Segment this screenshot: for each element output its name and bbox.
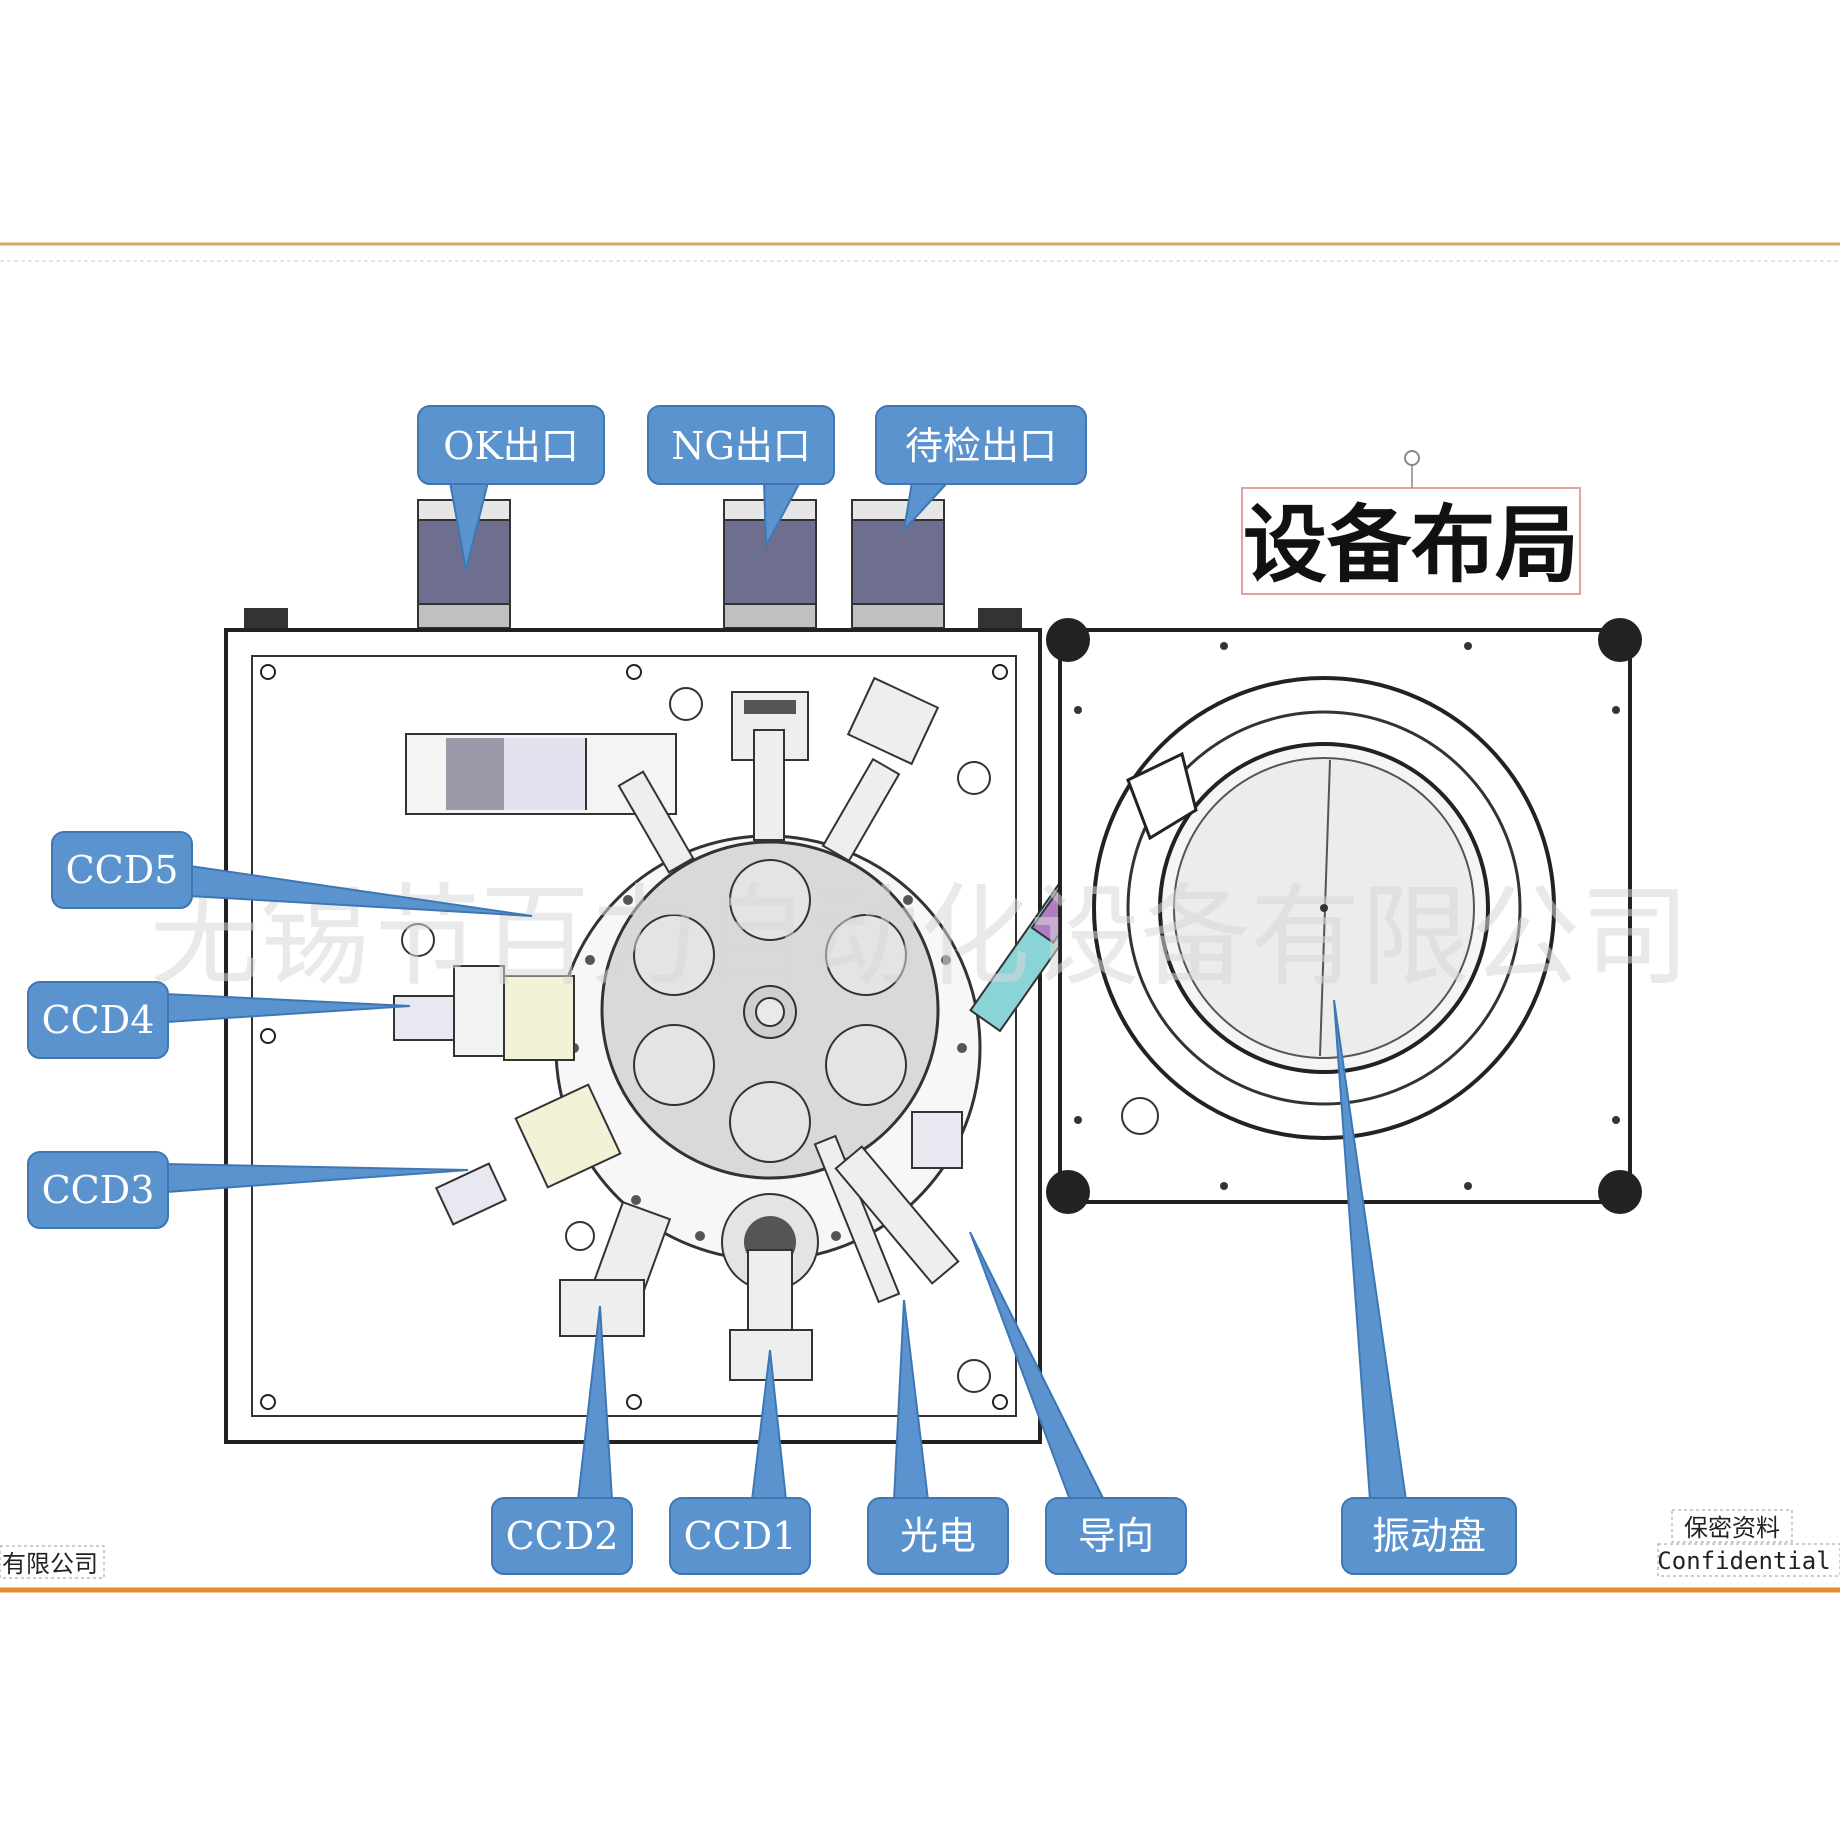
callout-ok-exit: OK出口 (417, 405, 605, 571)
corner-post (978, 608, 1022, 630)
watermark: 无锡节百力自动化设备有限公司 (150, 873, 1690, 1001)
ccd3-camera-station (434, 1083, 622, 1226)
callout-ccd2: CCD2 (491, 1305, 633, 1575)
guide-station (834, 1111, 963, 1285)
ccd1-camera-station (721, 1193, 819, 1381)
pending-exit-chute (851, 499, 945, 629)
ccd5-camera-station (617, 770, 695, 874)
bowl-center (1320, 904, 1328, 912)
callout-ccd5: CCD5 (51, 831, 533, 917)
callout-guide-label: 导向 (1078, 1514, 1154, 1558)
bowl-outlet (1126, 751, 1198, 841)
bowl-plate-hole (1121, 1097, 1159, 1135)
turntable-hub-core (755, 997, 785, 1027)
callout-ng-exit: NG出口 (647, 405, 835, 550)
callout-photoelectric: 光电 (867, 1299, 1009, 1575)
footer-company-fragment: 有限公司 (2, 1550, 98, 1578)
callout-ccd3: CCD3 (27, 1151, 469, 1229)
callout-vibratory-bowl-label: 振动盘 (1372, 1514, 1486, 1558)
plate-screws (260, 664, 1008, 1410)
mounting-holes (401, 687, 991, 1393)
page-title: 设备布局 (1243, 496, 1579, 594)
confidential-en: Confidential (1657, 1547, 1830, 1575)
callout-ccd1: CCD1 (669, 1349, 811, 1575)
bowl-screws (1074, 642, 1620, 1190)
top-rule (0, 242, 1840, 262)
callout-ng-exit-label: NG出口 (671, 424, 811, 468)
callout-ccd2-label: CCD2 (506, 1514, 619, 1558)
callout-ccd5-label: CCD5 (66, 848, 179, 892)
callout-ccd4-label: CCD4 (42, 998, 155, 1042)
callout-ccd4: CCD4 (27, 981, 411, 1059)
callout-pending-exit: 待检出口 (875, 405, 1087, 534)
confidential-cn: 保密资料 (1684, 1514, 1780, 1542)
turntable-pockets (633, 859, 907, 1163)
callout-photoelectric-label: 光电 (900, 1514, 976, 1558)
ng-pusher-station (731, 691, 809, 841)
footer: 有限公司 保密资料 Confidential (0, 1509, 1840, 1593)
title-box: 设备布局 (1241, 450, 1581, 595)
photoelectric-sensor-station (813, 1134, 901, 1304)
corner-post (244, 608, 288, 630)
callout-ccd3-label: CCD3 (42, 1168, 155, 1212)
callout-guide: 导向 (969, 1231, 1187, 1575)
callout-vibratory-bowl: 振动盘 (1333, 999, 1517, 1575)
pending-pusher-station (821, 676, 940, 863)
callout-ok-exit-label: OK出口 (443, 424, 579, 468)
ccd4-camera-station (393, 965, 575, 1061)
callout-ccd1-label: CCD1 (684, 1514, 797, 1558)
callout-pending-exit-label: 待检出口 (905, 424, 1057, 468)
bowl-base-feet (1046, 618, 1642, 1214)
